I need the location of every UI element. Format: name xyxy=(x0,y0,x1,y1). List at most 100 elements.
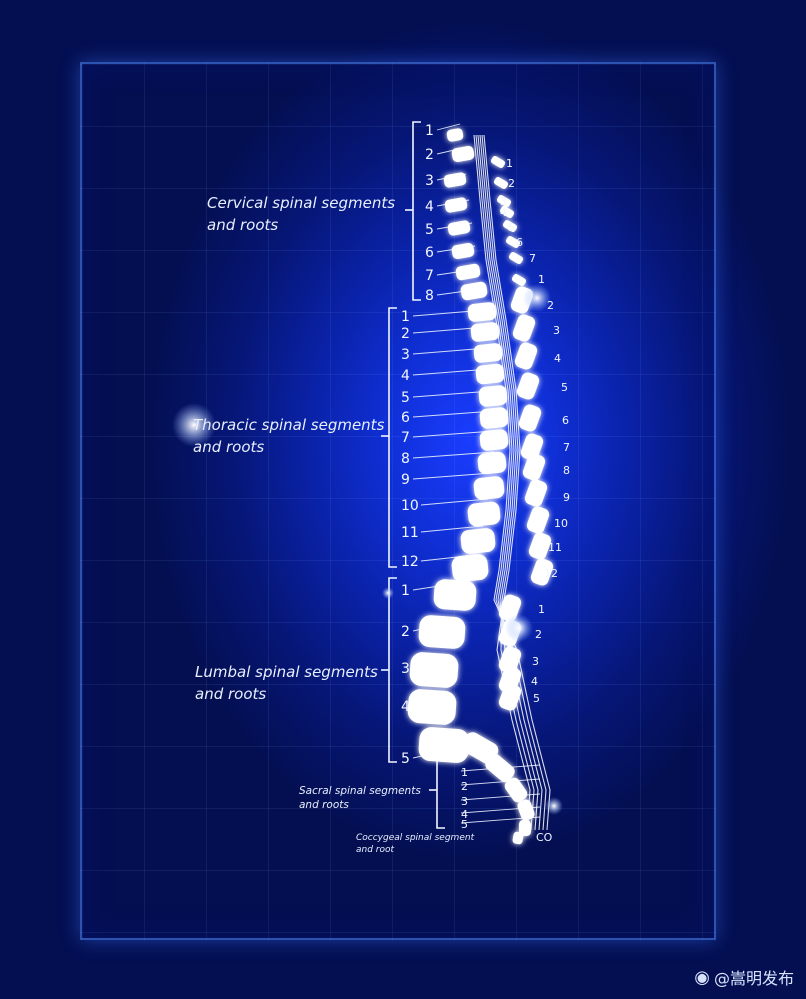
right-segment-number: 6 xyxy=(562,414,569,427)
vertebra xyxy=(477,451,507,475)
left-segment-number: 12 xyxy=(401,554,419,570)
vertebra xyxy=(461,732,499,764)
nerve-fiber xyxy=(475,134,547,831)
left-segment-number: 3 xyxy=(401,661,410,677)
left-segment-number: 8 xyxy=(425,288,434,304)
left-segment-number: 1 xyxy=(461,766,468,779)
thoracic-label: Thoracic spinal segments and roots xyxy=(193,416,385,456)
coccygeal-number: CO xyxy=(536,831,553,844)
glow-spark xyxy=(523,284,551,312)
right-segment-number: 1 xyxy=(538,273,545,286)
glow-spark xyxy=(382,587,394,599)
right-segment-number: 2 xyxy=(535,628,542,641)
left-segment-number: 3 xyxy=(461,795,468,808)
right-segment-number: 1 xyxy=(538,603,545,616)
bracket-line xyxy=(412,121,421,301)
left-segment-number: 3 xyxy=(401,347,410,363)
vertebra xyxy=(407,689,457,725)
vertebra xyxy=(478,385,508,407)
right-segment-number: 7 xyxy=(563,441,570,454)
right-segment-number: 4 xyxy=(500,206,507,219)
left-segment-number: 8 xyxy=(401,451,410,467)
coccygeal-label: Coccygeal spinal segment and root xyxy=(356,833,475,855)
left-segment-number: 4 xyxy=(401,368,410,384)
vertebra xyxy=(479,429,509,451)
left-segment-number: 1 xyxy=(425,123,434,139)
vertebra xyxy=(496,195,512,207)
vertebra xyxy=(526,506,550,534)
left-segment-number: 6 xyxy=(401,410,410,426)
left-segment-number: 9 xyxy=(401,472,410,488)
right-segment-number: 6 xyxy=(516,236,523,249)
vertebra xyxy=(493,177,509,189)
vertebra xyxy=(490,156,506,168)
nerve-fiber xyxy=(473,134,551,831)
right-segment-number: 5 xyxy=(533,692,540,705)
vertebra xyxy=(518,404,542,432)
glow-spark xyxy=(172,403,216,447)
right-segment-number: 3 xyxy=(532,655,539,668)
left-segment-number: 2 xyxy=(461,780,468,793)
left-segment-number: 2 xyxy=(401,326,410,342)
vertebra xyxy=(530,558,554,586)
leader-line xyxy=(436,123,461,131)
left-segment-number: 4 xyxy=(425,199,434,215)
vertebra xyxy=(524,479,548,507)
weibo-icon: ◉ xyxy=(694,966,710,988)
vertebra xyxy=(473,343,503,363)
left-segment-number: 1 xyxy=(401,309,410,325)
vertebra xyxy=(451,554,489,582)
vertebra xyxy=(514,342,538,370)
left-segment-number: 10 xyxy=(401,498,419,514)
nerve-fiber xyxy=(481,134,535,831)
right-segment-number: 2 xyxy=(508,177,515,190)
vertebra xyxy=(444,197,468,213)
cervical-label: Cervical spinal segments and roots xyxy=(207,194,396,234)
left-segment-number: 6 xyxy=(425,245,434,261)
right-segment-number: 2 xyxy=(547,299,554,312)
vertebra xyxy=(499,206,515,218)
vertebra xyxy=(418,727,470,763)
nerve-fiber xyxy=(479,134,539,831)
vertebra xyxy=(502,220,518,232)
vertebra xyxy=(460,528,496,554)
leader-line xyxy=(460,778,541,786)
vertebra xyxy=(418,615,466,649)
right-segment-number: 3 xyxy=(500,195,507,208)
grid-frame xyxy=(80,62,716,940)
vertebra xyxy=(479,407,509,429)
vertebra xyxy=(528,532,552,560)
nerve-fiber xyxy=(477,134,543,831)
right-segment-number: 5 xyxy=(561,381,568,394)
left-segment-number: 5 xyxy=(401,751,410,767)
vertebra xyxy=(498,646,522,674)
left-segment-number: 4 xyxy=(461,808,468,821)
right-segment-number: 8 xyxy=(563,464,570,477)
left-segment-number: 4 xyxy=(401,699,410,715)
left-segment-number: 5 xyxy=(401,390,410,406)
vertebra xyxy=(467,501,501,527)
watermark: ◉ @嵩明发布 xyxy=(694,965,794,989)
right-segment-number: 9 xyxy=(563,491,570,504)
vertebra xyxy=(519,820,531,836)
leader-line xyxy=(412,451,495,459)
glow-spark xyxy=(545,797,563,815)
right-segment-number: 3 xyxy=(553,324,560,337)
left-segment-number: 2 xyxy=(425,147,434,163)
vertebra xyxy=(505,236,521,248)
vertebra xyxy=(516,372,540,400)
vertebra xyxy=(512,831,524,845)
vertebra xyxy=(504,777,528,803)
nerve-fiber xyxy=(483,134,531,831)
vertebra xyxy=(520,433,544,461)
vertebra xyxy=(475,363,505,385)
leader-line xyxy=(460,793,541,801)
watermark-text: @嵩明发布 xyxy=(713,969,794,988)
left-segment-number: 5 xyxy=(461,818,468,831)
vertebra xyxy=(473,476,505,500)
vertebra xyxy=(460,281,488,301)
vertebra xyxy=(433,579,477,611)
right-segment-number: 4 xyxy=(554,352,561,365)
